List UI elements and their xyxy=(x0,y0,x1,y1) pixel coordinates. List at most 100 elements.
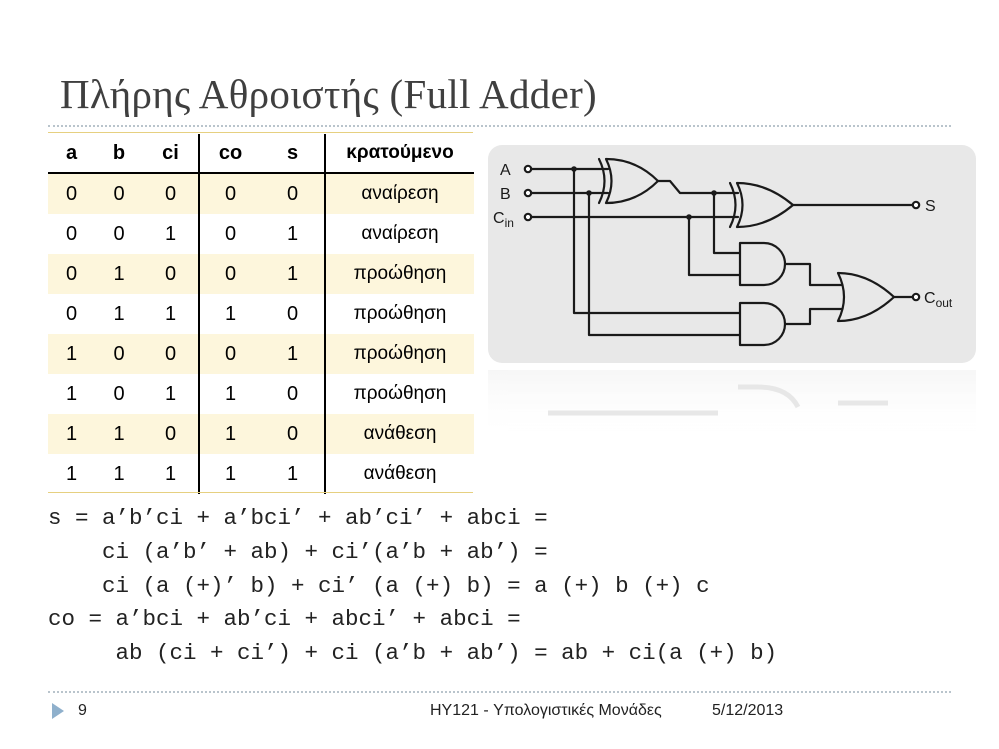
label-input-cin-main: C xyxy=(493,210,505,227)
label-output-cout-main: C xyxy=(924,290,936,307)
cell-s: 0 xyxy=(286,302,299,325)
cell-a: 1 xyxy=(65,382,78,405)
equation-line: ab (ci + ci’) + ci (a’b + ab’) = ab + ci… xyxy=(48,640,778,667)
cell-a: 0 xyxy=(48,254,95,294)
wire-a-to-and2 xyxy=(572,167,742,315)
cell-carry: προώθηση xyxy=(324,294,474,334)
equation-line: ci (a (+)’ b) + ci’ (a (+) b) = a (+) b … xyxy=(48,572,710,599)
cell-ci: 0 xyxy=(143,254,199,294)
cell-carry: αναίρεση xyxy=(324,214,474,254)
table-row: 0 1 1 1 0 προώθηση xyxy=(48,294,474,334)
cell-ci: 0 xyxy=(143,414,199,454)
cell-a: 0 xyxy=(65,222,78,245)
junction-a xyxy=(571,166,577,172)
cell-b: 1 xyxy=(113,302,125,325)
xor-gate-2 xyxy=(728,181,795,229)
and-gate-2 xyxy=(738,301,787,347)
equation-line: co = a’bci + ab’ci + abci’ + abci = xyxy=(48,606,521,633)
and-gate-1 xyxy=(738,241,787,287)
truth-table: a b ci co s κρατούμενο 0 0 0 0 0 αναίρεσ… xyxy=(48,134,474,494)
wire-cin-to-and1 xyxy=(687,215,742,277)
header-carry: κρατούμενο xyxy=(324,134,474,174)
cell-carry: προώθηση xyxy=(324,374,474,414)
cell-s: 1 xyxy=(261,254,325,294)
cell-a: 1 xyxy=(48,334,95,374)
table-row: 1 1 1 1 1 ανάθεση xyxy=(48,454,474,494)
footer-arrow-icon xyxy=(52,703,64,719)
cell-s: 1 xyxy=(261,334,325,374)
cell-co: 0 xyxy=(198,334,261,374)
wire-xor1-out xyxy=(656,179,740,195)
cell-a: 0 xyxy=(65,302,78,325)
cell-carry: ανάθεση xyxy=(324,454,474,494)
footer-date: 5/12/2013 xyxy=(712,702,784,719)
header-ci: ci xyxy=(143,134,199,174)
table-row: 1 0 0 0 1 προώθηση xyxy=(48,334,474,374)
label-output-cout-sub: out xyxy=(936,296,953,310)
cell-b: 0 xyxy=(113,222,125,245)
xor-gate-1 xyxy=(597,157,660,205)
label-input-a: A xyxy=(500,162,511,179)
label-output-cout: Cout xyxy=(924,290,953,310)
table-row: 1 1 0 1 0 ανάθεση xyxy=(48,414,474,454)
table-row: 1 0 1 1 0 προώθηση xyxy=(48,374,474,414)
panel-reflection xyxy=(488,370,976,440)
wire-and2-out xyxy=(783,307,846,326)
header-co: co xyxy=(198,134,261,174)
title-divider xyxy=(48,125,951,127)
cell-co: 0 xyxy=(198,254,261,294)
page-number: 9 xyxy=(78,702,87,719)
junction-xor1 xyxy=(711,190,717,196)
table-row: 0 0 1 0 1 αναίρεση xyxy=(48,214,474,254)
cell-carry: προώθηση xyxy=(324,334,474,374)
wire-xor1-to-and1 xyxy=(712,191,742,255)
cell-a: 1 xyxy=(65,462,78,485)
header-b: b xyxy=(95,134,143,174)
wire-b-to-and2 xyxy=(587,191,742,337)
label-input-cin: Cin xyxy=(493,210,514,230)
cell-b: 0 xyxy=(95,334,143,374)
cell-b: 0 xyxy=(95,173,143,214)
table-row: 0 0 0 0 0 αναίρεση xyxy=(48,173,474,214)
cell-s: 0 xyxy=(286,382,299,405)
table-row: 0 1 0 0 1 προώθηση xyxy=(48,254,474,294)
output-cout-terminal xyxy=(911,292,921,302)
cell-b: 1 xyxy=(95,414,143,454)
wire-and1-out xyxy=(783,262,846,287)
equation-line: ci (a’b’ + ab) + ci’(a’b + ab’) = xyxy=(48,538,548,565)
cell-b: 1 xyxy=(95,254,143,294)
cell-a: 0 xyxy=(48,173,95,214)
output-s-terminal xyxy=(911,200,921,210)
cell-ci: 1 xyxy=(164,302,177,325)
cell-s: 1 xyxy=(286,462,299,485)
cell-ci: 1 xyxy=(164,382,177,405)
cell-a: 1 xyxy=(48,414,95,454)
or-gate xyxy=(836,271,896,323)
cell-co: 0 xyxy=(198,173,261,214)
cell-s: 1 xyxy=(286,222,299,245)
cell-carry: προώθηση xyxy=(324,254,474,294)
footer-course: HY121 - Υπολογιστικές Μονάδες xyxy=(430,702,662,719)
cell-ci: 1 xyxy=(164,222,177,245)
label-output-s: S xyxy=(925,198,936,215)
junction-cin xyxy=(686,214,692,220)
cell-b: 1 xyxy=(113,462,125,485)
table-bottom-rule xyxy=(48,492,473,493)
cell-ci: 1 xyxy=(164,462,177,485)
cell-carry: ανάθεση xyxy=(324,414,474,454)
cell-ci: 0 xyxy=(143,173,199,214)
label-input-b: B xyxy=(500,186,511,203)
cell-co: 0 xyxy=(198,214,261,254)
cell-s: 0 xyxy=(261,173,325,214)
cell-co: 1 xyxy=(198,454,261,494)
label-input-cin-sub: in xyxy=(505,216,514,230)
cell-carry: αναίρεση xyxy=(324,173,474,214)
cell-b: 0 xyxy=(113,382,125,405)
header-a: a xyxy=(48,134,95,174)
cell-co: 1 xyxy=(198,294,261,334)
cell-co: 1 xyxy=(198,414,261,454)
cell-s: 0 xyxy=(261,414,325,454)
cell-ci: 0 xyxy=(143,334,199,374)
header-s: s xyxy=(261,134,325,174)
boolean-equations: s = a’b’ci + a’bci’ + ab’ci’ + abci = ci… xyxy=(48,502,777,671)
